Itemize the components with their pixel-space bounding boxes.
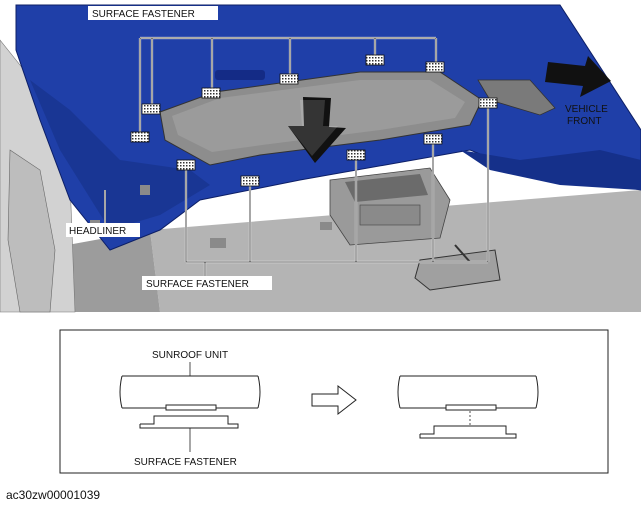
- surface-fastener: [425, 61, 445, 73]
- surface-fastener: [130, 131, 150, 143]
- surface-fastener: [346, 149, 366, 161]
- transition-arrow-icon: [311, 384, 357, 416]
- surface-fasteners: [130, 54, 498, 187]
- detail-before: [119, 362, 261, 452]
- surface-fastener: [365, 54, 385, 66]
- install-arrow-icon: [288, 97, 346, 163]
- left-pillar: [0, 39, 76, 313]
- surface-fastener-bottom-label: SURFACE FASTENER: [146, 279, 249, 290]
- surface-fastener: [279, 73, 299, 85]
- vehicle-front-label-line1: VEHICLE: [565, 104, 608, 115]
- surface-fastener: [176, 159, 196, 171]
- surface-fastener: [423, 133, 443, 145]
- surface-fastener: [201, 87, 221, 99]
- sunroof-unit-label: SUNROOF UNIT: [152, 350, 228, 361]
- headliner-label: HEADLINER: [69, 226, 126, 237]
- vehicle-front-label-line2: FRONT: [567, 116, 601, 127]
- front-arrow-icon: [545, 56, 611, 97]
- detail-after: [397, 375, 539, 439]
- surface-fastener: [141, 103, 161, 115]
- detail-box: SUNROOF UNIT SURFACE FASTENER: [59, 329, 609, 474]
- image-caption: ac30zw00001039: [6, 488, 101, 502]
- overhead-console: [329, 79, 556, 291]
- surface-fastener: [240, 175, 260, 187]
- label-bg: [66, 223, 140, 237]
- detail-surface-fastener-label: SURFACE FASTENER: [134, 457, 237, 468]
- bottom-leader-lines-dark: [185, 104, 489, 276]
- surface-fastener: [478, 97, 498, 109]
- label-bg: [142, 276, 272, 290]
- surface-fastener-top-label: SURFACE FASTENER: [92, 9, 195, 20]
- label-bg: [88, 6, 218, 20]
